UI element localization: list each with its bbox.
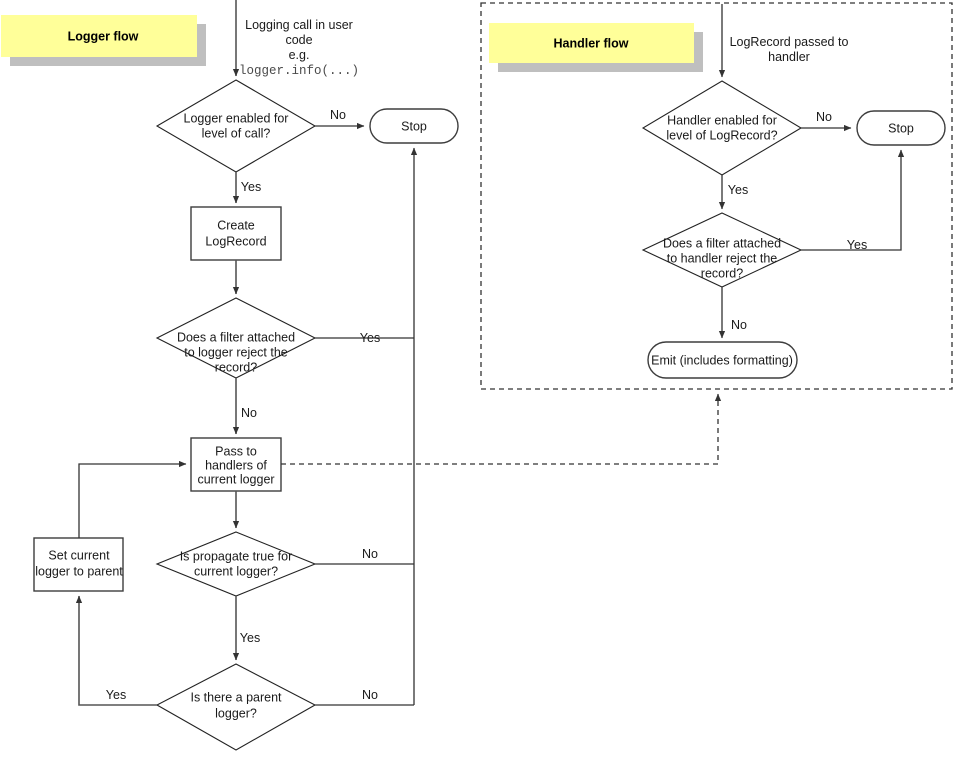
node-pass-to-handlers[interactable]: Pass to handlers of current logger [190,437,282,492]
edge-label-propagate-no: No [362,547,378,561]
handler-flow-banner-label: Handler flow [553,36,628,50]
edge-label-handler-enabled-no: No [816,110,832,124]
node-handler-filter[interactable]: Does a filter attached to handler reject… [641,212,803,288]
handler-flow-banner: Handler flow [489,23,703,72]
node-logger-filter[interactable]: Does a filter attached to logger reject … [155,297,317,379]
node-handler-enabled[interactable]: Handler enabled for level of LogRecord? [641,80,803,176]
node-propagate[interactable]: Is propagate true for current logger? [155,531,317,597]
parent-logger-shape[interactable] [155,663,317,751]
logger-filter-label-line-1: Does a filter attached [177,330,295,344]
emit-shape[interactable] [647,341,798,379]
handler-filter-label-line-2: to handler reject the [667,251,778,265]
edge-label-logger-enabled-yes: Yes [241,180,261,194]
node-stop-handler[interactable]: Stop [856,110,946,146]
handler-flow-banner-fill [489,23,694,63]
edge-pass-to-handler-flow [281,393,722,465]
edge-label-logger-enabled-no: No [330,108,346,122]
edge-parent-yes [75,595,157,706]
edge-label-handler-enabled-yes: Yes [728,183,748,197]
node-set-parent[interactable]: Set current logger to parent [33,537,124,592]
edge-label-parent-no: No [362,688,378,702]
handler-enabled-label-line-1: Handler enabled for [667,113,777,127]
parent-logger-label-line-2: logger? [215,706,257,720]
logger-flow-banner-label: Logger flow [68,29,139,43]
handler-flow-group-box [480,2,953,390]
handler-filter-label-line-3: record? [701,266,743,280]
emit-label: Emit (includes formatting) [651,353,793,367]
parent-logger-label-line-1: Is there a parent [190,690,282,704]
node-create-logrecord[interactable]: Create LogRecord [190,206,282,261]
edge-label-parent-yes: Yes [106,688,126,702]
logger-entry-caption-line-1: Logging call in user [245,18,353,32]
logger-entry-caption-line-3: e.g. [289,48,310,62]
edge-handler-filter-yes [801,149,905,251]
handler-filter-label-line-1: Does a filter attached [663,236,781,250]
handler-enabled-label-line-2: level of LogRecord? [666,128,777,142]
logger-entry-caption-line-2: code [285,33,312,47]
node-emit[interactable]: Emit (includes formatting) [647,341,798,379]
set-parent-label-line-2: logger to parent [35,564,123,578]
logger-flow-banner-fill [1,15,197,57]
logger-enabled-label-line-2: level of call? [202,126,271,140]
propagate-label-line-1: Is propagate true for [180,549,293,563]
pass-to-handlers-shape[interactable] [190,437,282,492]
create-logrecord-label-line-2: LogRecord [205,234,266,248]
logger-flow-banner: Logger flow [1,15,206,66]
node-stop-logger[interactable]: Stop [369,108,459,144]
pass-to-handlers-label-line-1: Pass to [215,444,257,458]
edge-set-parent-to-pass [78,460,187,538]
edge-label-logger-filter-no: No [241,406,257,420]
propagate-label-line-2: current logger? [194,564,278,578]
stop-handler-shape[interactable] [856,110,946,146]
logger-filter-label-line-3: record? [215,360,257,374]
node-parent-logger[interactable]: Is there a parent logger? [155,663,317,751]
stop-logger-label: Stop [401,119,427,133]
create-logrecord-shape[interactable] [190,206,282,261]
edge-label-handler-filter-no: No [731,318,747,332]
edge-label-handler-filter-yes: Yes [847,238,867,252]
set-parent-label-line-1: Set current [48,548,110,562]
create-logrecord-label-line-1: Create [217,218,255,232]
logger-filter-label-line-2: to logger reject the [184,345,288,359]
edge-label-propagate-yes: Yes [240,631,260,645]
logger-entry-caption-code: logger.info(...) [239,64,359,78]
node-logger-enabled[interactable]: Logger enabled for level of call? [155,79,317,173]
stop-handler-label: Stop [888,121,914,135]
logger-enabled-label-line-1: Logger enabled for [184,111,289,125]
edge-label-logger-filter-yes: Yes [360,331,380,345]
stop-logger-shape[interactable] [369,108,459,144]
pass-to-handlers-label-line-3: current logger [197,472,274,486]
handler-entry-caption-line-1: LogRecord passed to [730,35,849,49]
pass-to-handlers-label-line-2: handlers of [205,458,267,472]
handler-entry-caption-line-2: handler [768,50,810,64]
